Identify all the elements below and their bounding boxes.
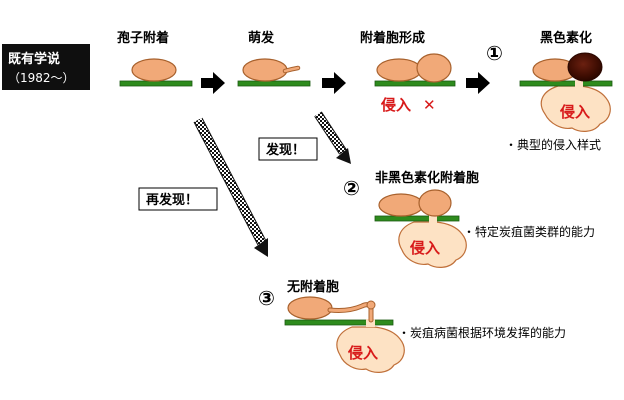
invasion-body: [540, 85, 611, 132]
discovery-label-2: 再发现！: [146, 192, 198, 208]
leaf-surface: [374, 80, 456, 87]
invade-label-3: 侵入: [347, 344, 378, 362]
leaf-surface: [119, 80, 193, 87]
circled-number-1: ①: [486, 41, 503, 65]
leaf-surface: [284, 319, 394, 326]
arrow-right-icon: [201, 72, 225, 94]
discovery-arrow-2: [193, 117, 268, 257]
blocked-x-icon: ✕: [423, 96, 436, 114]
leaf-surface: [374, 215, 460, 222]
header-line1: 既有学说: [8, 51, 60, 67]
spore: [378, 193, 424, 217]
spore: [131, 58, 177, 82]
stage-label-appressorium: 附着胞形成: [360, 30, 425, 46]
stage-label-germination: 萌发: [248, 30, 275, 46]
arrow-right-icon: [322, 72, 346, 94]
discovery-label-1: 发现！: [265, 142, 305, 158]
appressorium: [418, 189, 452, 217]
arrow-right-icon: [466, 72, 490, 94]
header-line2: （1982～）: [8, 71, 75, 85]
note-environment: ・炭疽病菌根据环境发挥的能力: [398, 325, 566, 340]
discovery-arrow-1: [314, 111, 351, 164]
invasion-body: [398, 221, 467, 268]
leaf-surface: [237, 80, 311, 87]
invasion-body: [336, 326, 405, 373]
header-box: 既有学说 （1982～）: [2, 44, 90, 90]
spore: [287, 296, 333, 320]
branch-nonmelanized: 侵入: [374, 189, 467, 268]
stage-label-melanization: 黑色素化: [540, 30, 592, 46]
spore: [376, 58, 422, 82]
stage-melanization: 侵入: [519, 52, 613, 132]
branch-label-no-appressorium: 无附着胞: [286, 279, 339, 295]
circled-number-3: ③: [258, 286, 275, 310]
leaf-surface: [519, 80, 613, 87]
note-specific-group: ・特定炭疽菌类群的能力: [463, 224, 595, 239]
invade-label-2: 侵入: [409, 239, 440, 257]
stage-appressorium: 侵入 ✕: [374, 53, 456, 114]
stage-attachment: [119, 58, 193, 87]
branch-no-appressorium: 侵入: [284, 296, 405, 373]
invade-label-blocked: 侵入: [380, 96, 411, 114]
note-typical: ・典型的侵入样式: [505, 137, 601, 152]
branch-label-nonmelanized: 非黑色素化附着胞: [375, 170, 479, 186]
stage-germination: [237, 58, 311, 87]
circled-number-2: ②: [343, 176, 360, 200]
melanized-appressorium: [567, 52, 603, 82]
invade-label-1: 侵入: [559, 103, 590, 121]
spore: [242, 58, 288, 82]
discovery-box-1: 发现！: [258, 137, 318, 161]
stage-label-attachment: 孢子附着: [117, 30, 169, 46]
appressorium: [416, 53, 452, 83]
discovery-box-2: 再发现！: [138, 187, 218, 211]
germ-tube: [327, 302, 374, 323]
